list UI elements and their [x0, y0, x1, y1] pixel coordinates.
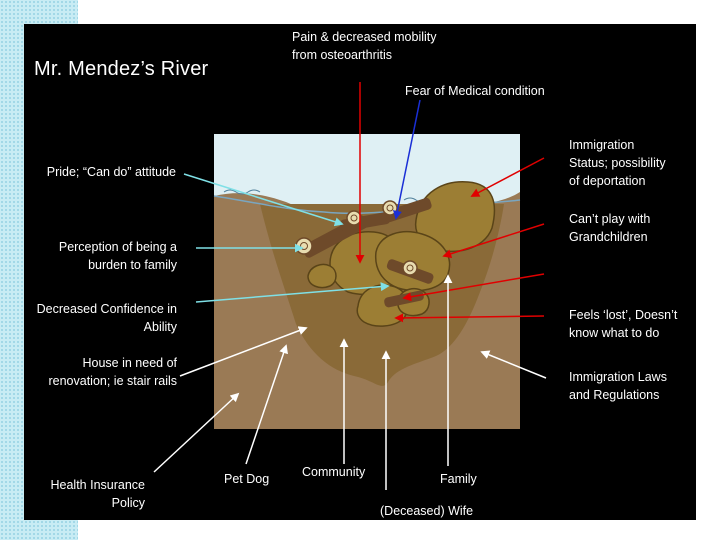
label-community: Community [302, 465, 366, 479]
label-grandchildren: Can’t play with Grandchildren [569, 212, 651, 244]
river-rocks [307, 181, 496, 327]
label-perception-burden: Perception of being a burden to family [58, 240, 177, 272]
arrow-pride [183, 173, 344, 227]
white-arrows [153, 274, 547, 490]
red-arrows [355, 82, 545, 323]
arrow-fear [393, 99, 421, 220]
label-deceased-wife: (Deceased) Wife [380, 504, 474, 518]
label-health-insurance: Health Insurance Policy [50, 478, 145, 510]
arrow-lost-1 [402, 273, 545, 302]
label-family: Family [440, 472, 477, 486]
label-feels-lost: Feels ‘lost’, Doesn’t know what to do [569, 308, 678, 340]
rock-small-left [307, 263, 337, 289]
label-fear-medical: Fear of Medical condition [405, 84, 545, 98]
arrow-grandchildren [442, 223, 545, 259]
label-pride: Pride; “Can do” attitude [46, 165, 176, 179]
label-immigration-laws: Immigration Laws and Regulations [569, 370, 667, 402]
label-decreased-confidence: Decreased Confidence in Ability [36, 302, 177, 334]
label-pet-dog: Pet Dog [224, 472, 270, 486]
arrow-house [179, 326, 308, 377]
label-house-renovation: House in need of renovation; ie stair ra… [48, 356, 177, 388]
arrow-confidence [195, 282, 390, 303]
arrow-immigration-laws [480, 350, 547, 379]
diagram-slide: Mr. Mendez’s River Pain & decreased mobi… [24, 24, 696, 520]
cyan-arrows [183, 173, 390, 303]
log-2 [339, 212, 391, 232]
page-title: Mr. Mendez’s River [34, 58, 209, 80]
river-diagram [153, 82, 547, 490]
label-immigration-status: Immigration Status; possibility of depor… [569, 138, 666, 188]
arrow-lost-2 [394, 313, 545, 323]
label-pain-mobility: Pain & decreased mobility from osteoarth… [292, 30, 437, 62]
arrow-pet-dog [245, 344, 288, 465]
arrow-immigration-status [470, 157, 545, 197]
arrow-health-insurance [153, 392, 240, 473]
